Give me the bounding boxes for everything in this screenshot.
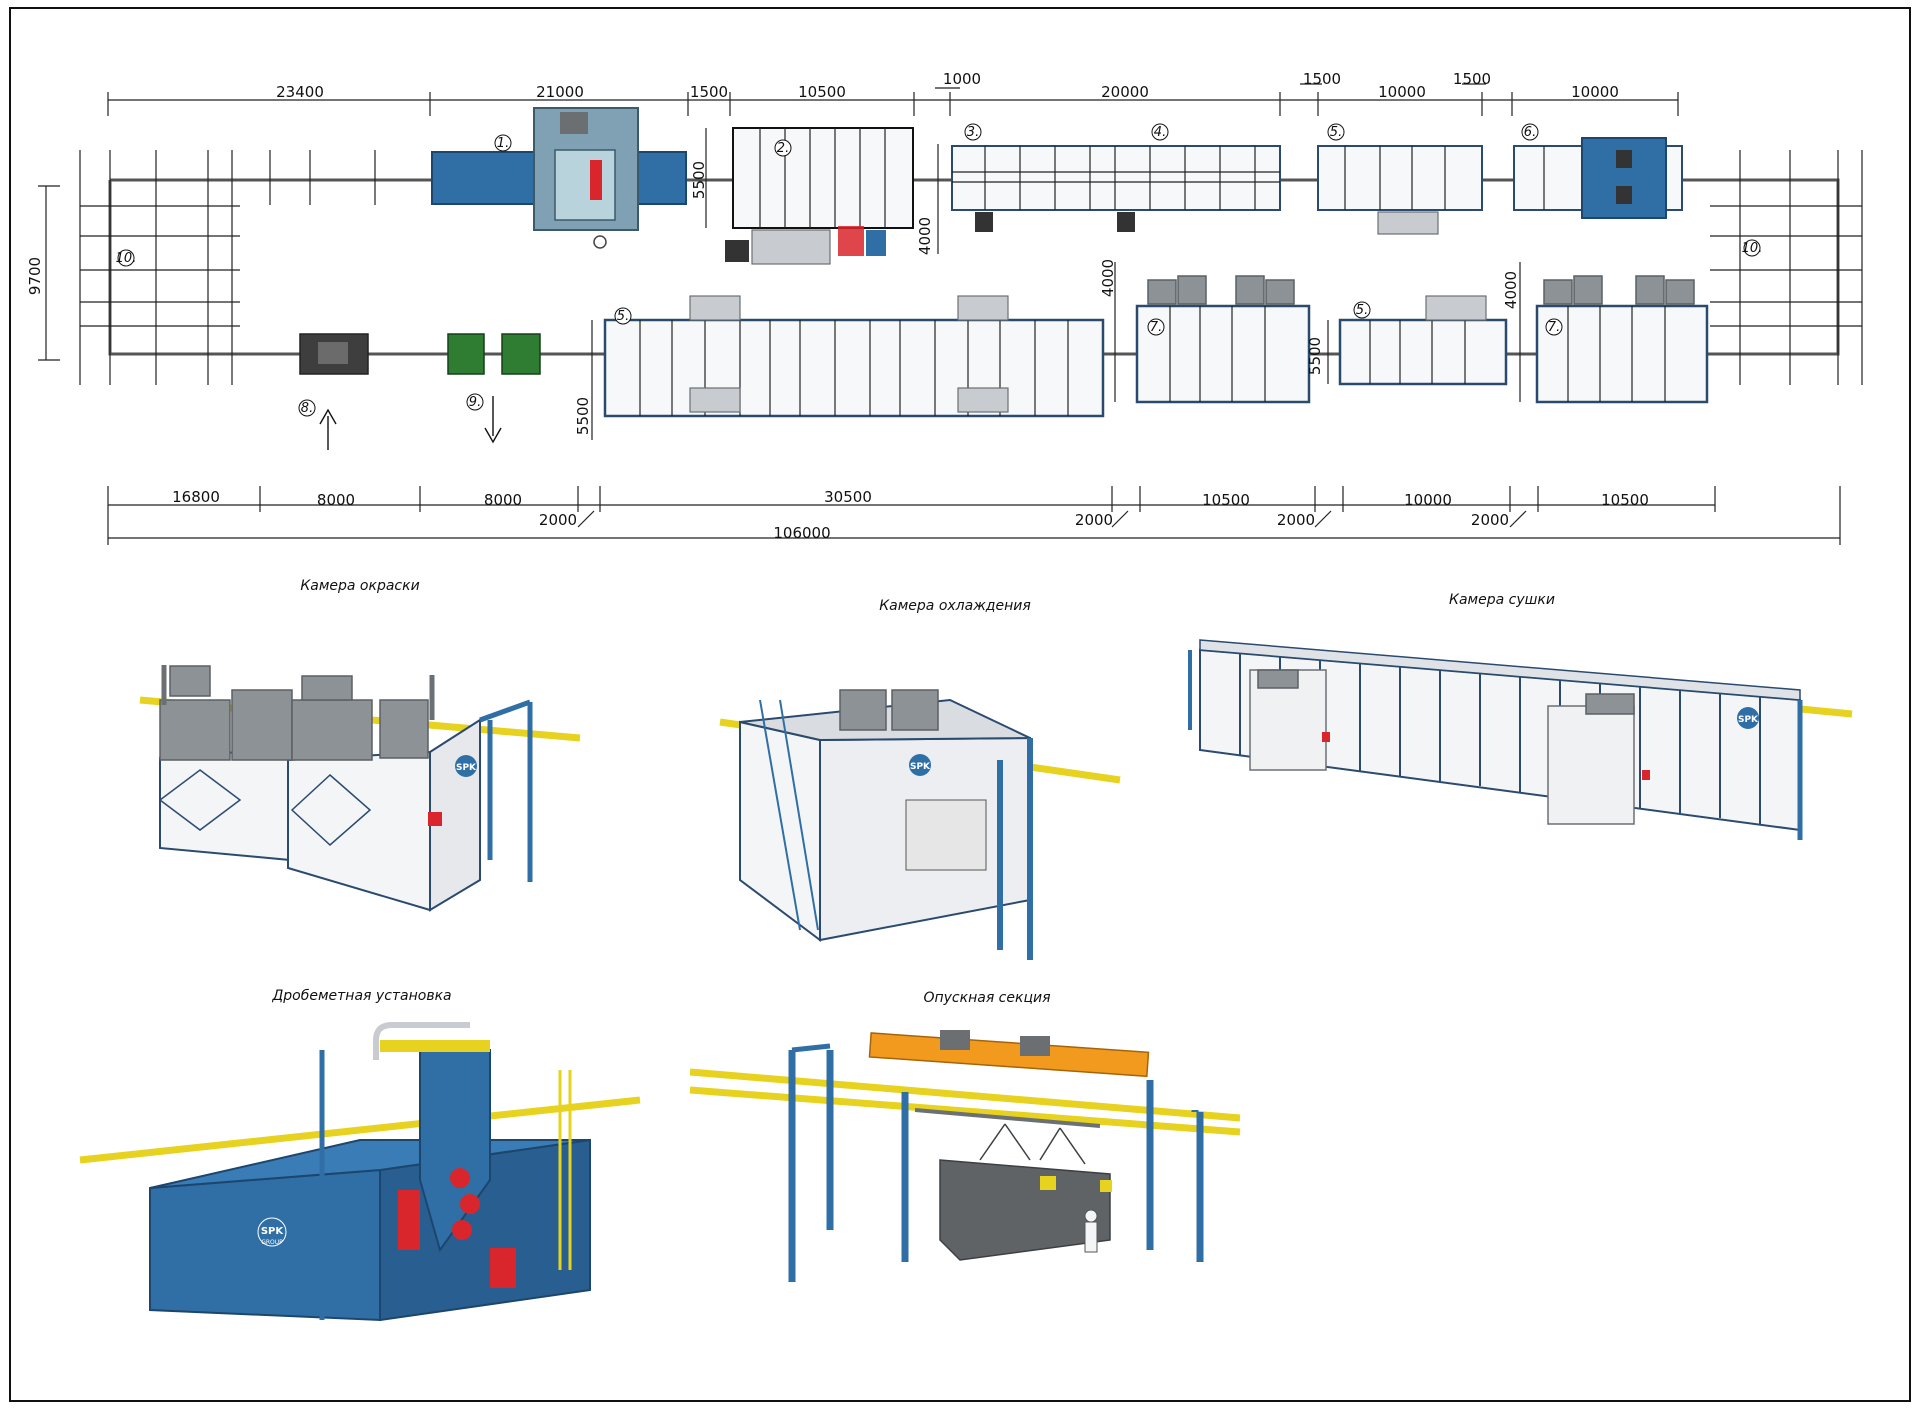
dim-height-left: 9700 xyxy=(26,185,60,361)
dim-top-8: 10000 xyxy=(1378,83,1426,101)
dim-vert-4000-c: 5500 xyxy=(1306,320,1329,384)
lowering-section-illustration xyxy=(689,1030,1241,1282)
drying-chamber-logo: SPK xyxy=(1738,715,1759,725)
svg-text:10.: 10. xyxy=(116,251,137,266)
sheet-frame xyxy=(9,7,1911,1402)
chamber-6-plan xyxy=(1513,137,1683,219)
chamber-3-4-plan xyxy=(951,145,1281,232)
caption-lowering-section: Опускная секция xyxy=(923,990,1050,1006)
marker-7-left: 7. xyxy=(1147,318,1165,336)
dim-bottom-3: 8000 xyxy=(484,491,522,509)
dim-top-10: 10000 xyxy=(1571,83,1619,101)
dim-bottom-6: 2000 xyxy=(1075,511,1113,529)
dim-top-7: 1500 xyxy=(1303,70,1341,88)
svg-text:4000: 4000 xyxy=(916,217,934,255)
bottom-dimension-chain: 16800 8000 8000 2000 30500 2000 10500 20… xyxy=(107,486,1841,545)
marker-6: 6. xyxy=(1521,123,1539,141)
marker-1: 1. xyxy=(494,134,512,152)
caption-paint-booth: Камера окраски xyxy=(300,578,419,594)
dim-top-9: 1500 xyxy=(1453,70,1491,88)
unit-9-plan xyxy=(447,333,541,375)
marker-4: 4. xyxy=(1151,123,1169,141)
svg-text:5.: 5. xyxy=(1356,303,1368,318)
marker-5-bottom: 5. xyxy=(614,307,632,325)
svg-text:7.: 7. xyxy=(1150,320,1162,335)
marker-5-top: 5. xyxy=(1327,123,1345,141)
shot-blast-plan xyxy=(431,107,687,249)
svg-text:5500: 5500 xyxy=(690,161,708,199)
paint-booth-illustration: SPK xyxy=(139,665,581,912)
dim-top-4: 10500 xyxy=(798,83,846,101)
svg-text:1.: 1. xyxy=(497,136,509,151)
marker-2: 2. xyxy=(774,139,792,157)
marker-10-right: 10. xyxy=(1742,239,1763,257)
svg-text:8.: 8. xyxy=(301,401,313,416)
svg-text:5500: 5500 xyxy=(574,397,592,435)
shot-blast-illustration: SPK GROUP xyxy=(79,1022,641,1322)
arrow-up-icon xyxy=(319,408,337,450)
svg-text:5500: 5500 xyxy=(1306,337,1324,375)
chamber-5-long-plan xyxy=(603,295,1105,418)
top-dimension-chain: 23400 21000 1500 10500 1000 20000 1500 1… xyxy=(107,70,1679,116)
chamber-2-plan xyxy=(725,127,914,265)
chamber-5-top-plan xyxy=(1317,145,1483,235)
svg-text:4000: 4000 xyxy=(1502,271,1520,309)
caption-cooling-chamber: Камера охлаждения xyxy=(879,598,1031,614)
dim-vert-5500-b: 4000 xyxy=(1099,259,1117,402)
marker-8: 8. xyxy=(298,399,316,417)
paint-booth-logo: SPK xyxy=(456,763,477,773)
svg-text:5.: 5. xyxy=(1330,125,1342,140)
dim-bottom-11: 10500 xyxy=(1601,491,1649,509)
svg-text:9700: 9700 xyxy=(26,257,44,295)
dim-vert-5500-a: 5500 xyxy=(690,128,708,228)
caption-shot-blast: Дробеметная установка xyxy=(271,988,451,1004)
dim-bottom-5: 30500 xyxy=(824,488,872,506)
marker-9: 9. xyxy=(466,393,484,411)
marker-5-mid: 5. xyxy=(1353,301,1371,319)
caption-drying-chamber: Камера сушки xyxy=(1449,592,1555,608)
dim-top-2: 21000 xyxy=(536,83,584,101)
dim-top-5: 1000 xyxy=(943,70,981,88)
marker-7-right: 7. xyxy=(1545,318,1563,336)
dim-vert-4000-b: 5500 xyxy=(574,320,593,440)
dim-bottom-10: 2000 xyxy=(1471,511,1509,529)
svg-text:4.: 4. xyxy=(1154,125,1166,140)
dim-bottom-4: 2000 xyxy=(539,511,577,529)
chamber-5-mid-plan xyxy=(1338,295,1508,386)
svg-text:7.: 7. xyxy=(1548,320,1560,335)
marker-3: 3. xyxy=(964,123,982,141)
dim-overall: 106000 xyxy=(773,524,830,542)
svg-text:4000: 4000 xyxy=(1099,259,1117,297)
chamber-7-left-plan xyxy=(1135,275,1311,404)
svg-text:9.: 9. xyxy=(469,395,481,410)
svg-text:5.: 5. xyxy=(617,309,629,324)
dim-bottom-8: 2000 xyxy=(1277,511,1315,529)
svg-text:10.: 10. xyxy=(1742,241,1763,256)
marker-10-left: 10. xyxy=(116,249,137,267)
dim-bottom-7: 10500 xyxy=(1202,491,1250,509)
dim-top-6: 20000 xyxy=(1101,83,1149,101)
dim-top-3: 1500 xyxy=(690,83,728,101)
dim-bottom-9: 10000 xyxy=(1404,491,1452,509)
svg-text:2.: 2. xyxy=(777,141,789,156)
arrow-down-icon xyxy=(484,396,502,444)
drying-chamber-illustration: SPK xyxy=(1188,639,1853,840)
unit-8-plan xyxy=(299,333,369,375)
cooling-chamber-logo: SPK xyxy=(910,762,931,772)
cooling-chamber-illustration: SPK xyxy=(719,689,1121,960)
dim-bottom-2: 8000 xyxy=(317,491,355,509)
chamber-7-right-plan xyxy=(1535,275,1709,404)
dim-vert-5500-c: 4000 xyxy=(1502,262,1521,402)
svg-text:3.: 3. xyxy=(967,125,979,140)
shot-blast-logo-sub: GROUP xyxy=(261,1239,283,1246)
dim-bottom-1: 16800 xyxy=(172,488,220,506)
shot-blast-logo: SPK xyxy=(261,1226,285,1237)
dim-vert-4000-a: 4000 xyxy=(916,144,939,255)
svg-text:6.: 6. xyxy=(1524,125,1536,140)
dim-top-1: 23400 xyxy=(276,83,324,101)
